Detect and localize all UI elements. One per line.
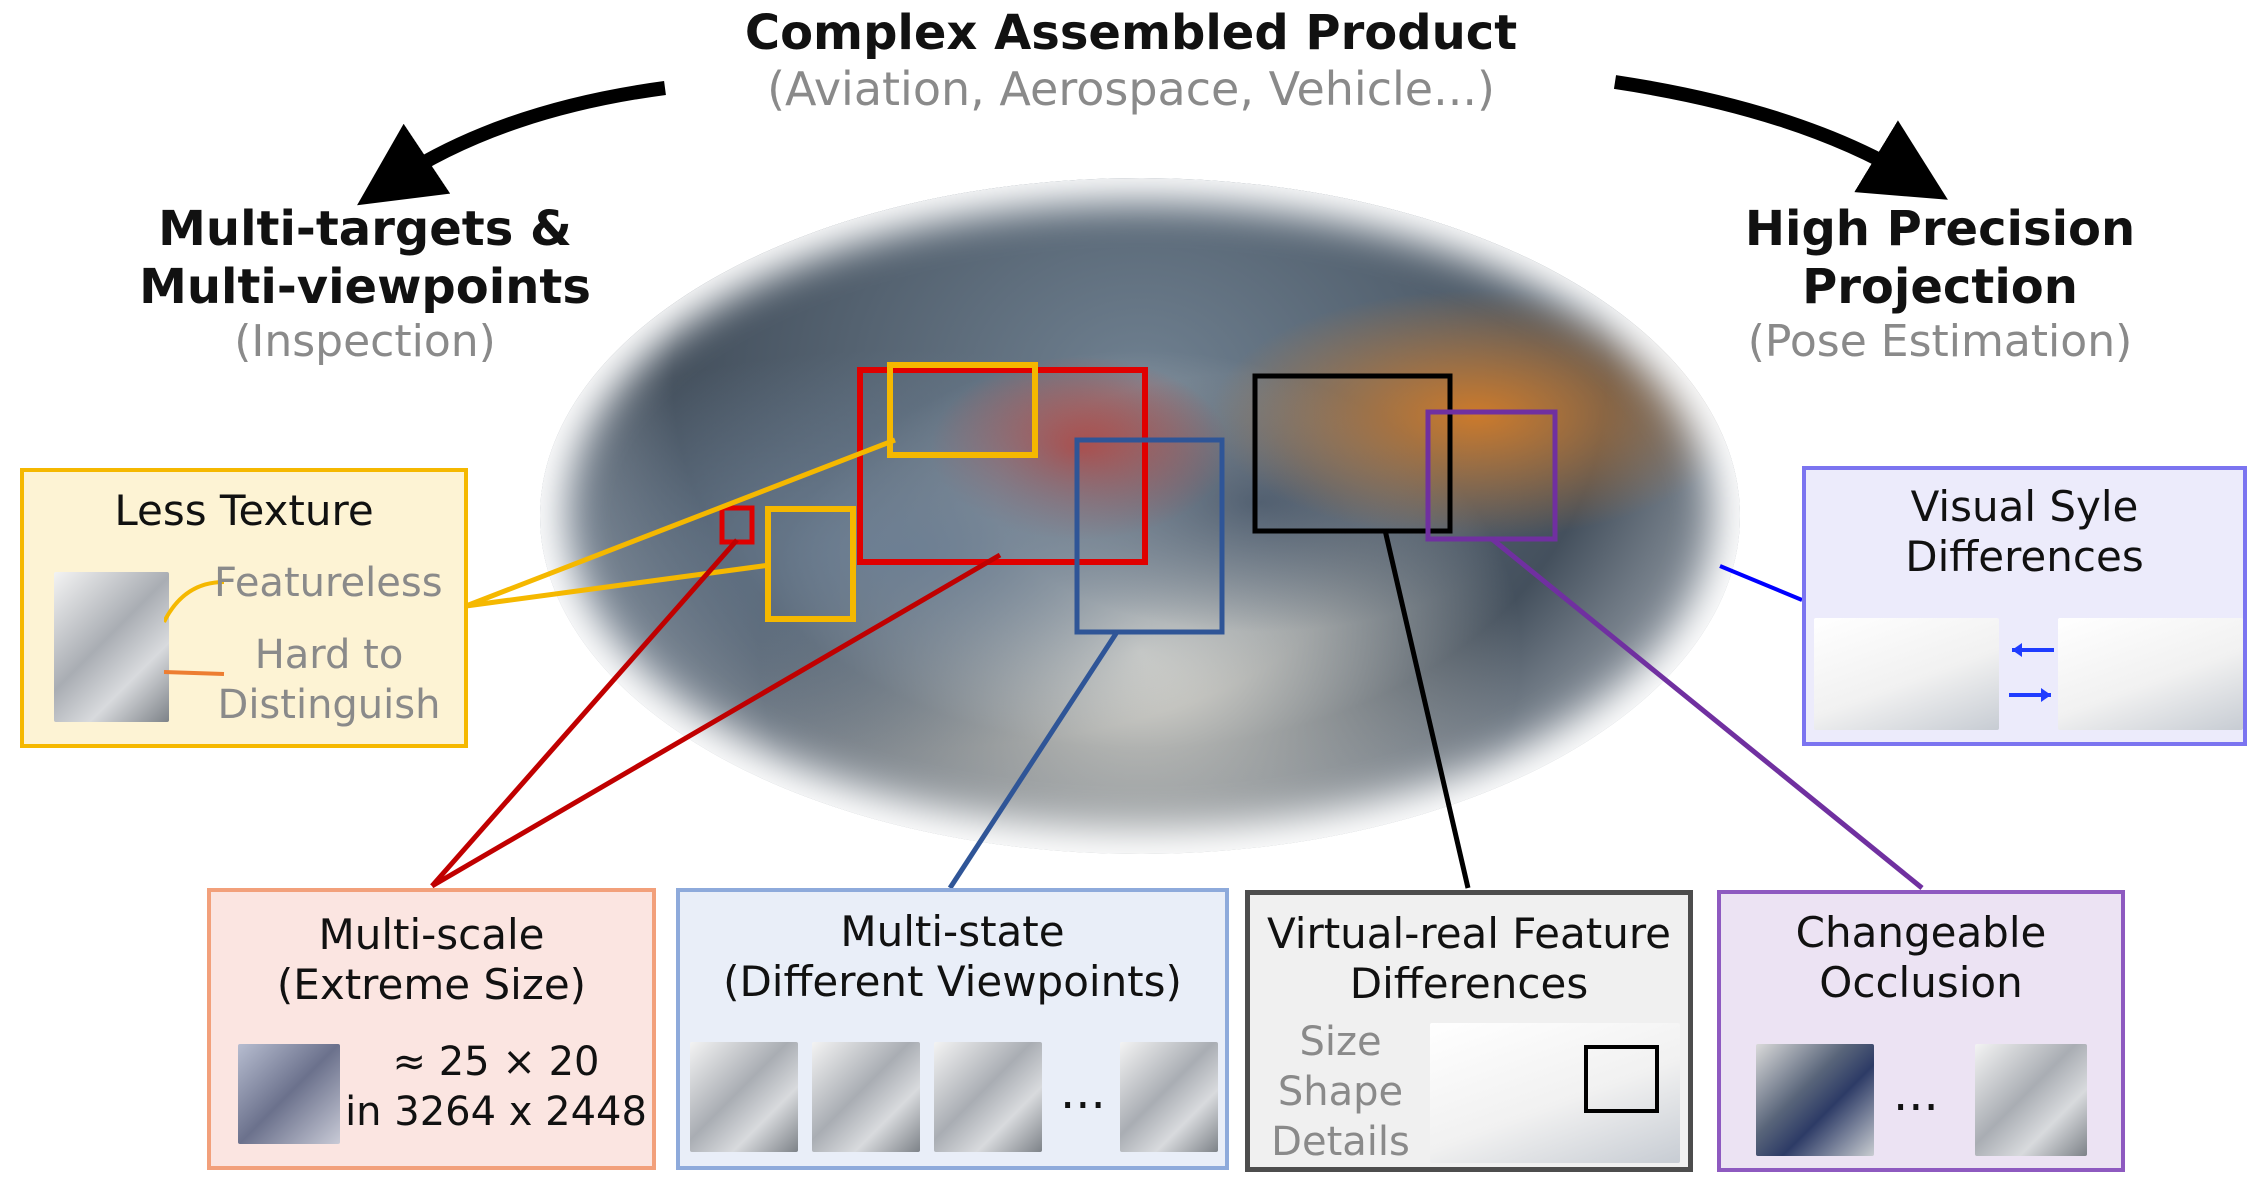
main-subtitle: (Aviation, Aerospace, Vehicle...) bbox=[767, 62, 1495, 116]
multi-state-title-line2: (Different Viewpoints) bbox=[723, 957, 1182, 1006]
highlight-yellow-cylinder bbox=[765, 506, 856, 622]
distinguish-line: Distinguish bbox=[217, 682, 441, 728]
right-branch-heading: High Precision Projection (Pose Estimati… bbox=[1690, 200, 2190, 367]
left-branch-subtitle: (Inspection) bbox=[234, 316, 496, 367]
highlight-red-motor bbox=[857, 367, 1148, 565]
shape-label: Shape bbox=[1277, 1069, 1404, 1115]
left-branch-title-line1: Multi-targets & bbox=[158, 201, 572, 257]
left-branch-title-line2: Multi-viewpoints bbox=[139, 259, 591, 315]
occlusion-ellipsis: ... bbox=[1893, 1066, 1939, 1122]
viewpoint-thumbnail-4 bbox=[1120, 1042, 1218, 1152]
virtual-real-title-line2: Differences bbox=[1349, 959, 1589, 1008]
highlight-small-red bbox=[719, 505, 755, 545]
cylinder-thumbnail bbox=[54, 572, 169, 722]
hard-to-distinguish-label: Hard to Distinguish bbox=[189, 630, 469, 730]
feature-difference-list: Size Shape Details bbox=[1258, 1017, 1423, 1167]
main-title: Complex Assembled Product bbox=[744, 5, 1518, 61]
viewpoint-thumbnail-1 bbox=[690, 1042, 798, 1152]
style-swap-arrows-icon bbox=[2009, 643, 2054, 702]
object-size-label: ≈ 25 × 20 in 3264 x 2448 bbox=[341, 1037, 651, 1137]
occlusion-thumbnail-1 bbox=[1756, 1044, 1874, 1156]
less-texture-box: Less Texture Featureless Hard to Disting… bbox=[20, 468, 468, 748]
small-object-thumbnail bbox=[238, 1044, 340, 1144]
cad-render-thumbnail-a bbox=[1814, 618, 1999, 730]
left-branch-heading: Multi-targets & Multi-viewpoints (Inspec… bbox=[105, 200, 625, 367]
occlusion-thumbnail-2 bbox=[1975, 1044, 2087, 1156]
right-branch-subtitle: (Pose Estimation) bbox=[1747, 316, 2133, 367]
virtual-detail-highlight bbox=[1584, 1045, 1659, 1113]
visual-style-title-line2: Differences bbox=[1905, 532, 2144, 581]
cad-render-thumbnail-b bbox=[2058, 618, 2243, 730]
occlusion-title-line1: Changeable bbox=[1795, 908, 2047, 957]
virtual-real-box: Virtual-real Feature Differences Size Sh… bbox=[1245, 890, 1693, 1172]
multi-state-title-line1: Multi-state bbox=[840, 907, 1065, 956]
right-curved-arrow bbox=[1613, 75, 1948, 200]
viewpoint-thumbnail-2 bbox=[812, 1042, 920, 1152]
hard-to-line: Hard to bbox=[254, 632, 404, 678]
right-branch-title-line2: Projection bbox=[1802, 259, 2078, 315]
assembly-photo bbox=[540, 178, 1740, 854]
multi-scale-title-line2: (Extreme Size) bbox=[276, 960, 587, 1009]
texture-arrows bbox=[164, 580, 225, 676]
highlight-blue bbox=[1074, 437, 1225, 635]
highlight-black bbox=[1252, 373, 1453, 534]
visual-style-title-line1: Visual Syle bbox=[1910, 482, 2139, 531]
occlusion-title-line2: Occlusion bbox=[1819, 958, 2023, 1007]
highlight-yellow-top bbox=[887, 362, 1038, 458]
right-branch-title-line1: High Precision bbox=[1744, 201, 2136, 257]
viewpoint-thumbnail-3 bbox=[934, 1042, 1042, 1152]
image-resolution: in 3264 x 2448 bbox=[345, 1089, 647, 1135]
occlusion-box: Changeable Occlusion ... bbox=[1717, 890, 2125, 1172]
size-label: Size bbox=[1299, 1019, 1382, 1065]
left-curved-arrow bbox=[357, 81, 666, 206]
multi-state-box: Multi-state (Different Viewpoints) ... bbox=[676, 888, 1229, 1170]
viewpoint-ellipsis: ... bbox=[1060, 1064, 1106, 1120]
virtual-real-title-line1: Virtual-real Feature bbox=[1266, 909, 1672, 958]
visual-style-box: Visual Syle Differences bbox=[1802, 466, 2247, 746]
details-label: Details bbox=[1271, 1119, 1410, 1165]
multi-scale-box: Multi-scale (Extreme Size) ≈ 25 × 20 in … bbox=[207, 888, 656, 1170]
less-texture-title: Less Texture bbox=[114, 486, 374, 535]
highlight-purple bbox=[1425, 409, 1558, 542]
multi-scale-title-line1: Multi-scale bbox=[318, 910, 545, 959]
object-size-value: ≈ 25 × 20 bbox=[392, 1039, 600, 1085]
featureless-label: Featureless bbox=[214, 560, 443, 606]
